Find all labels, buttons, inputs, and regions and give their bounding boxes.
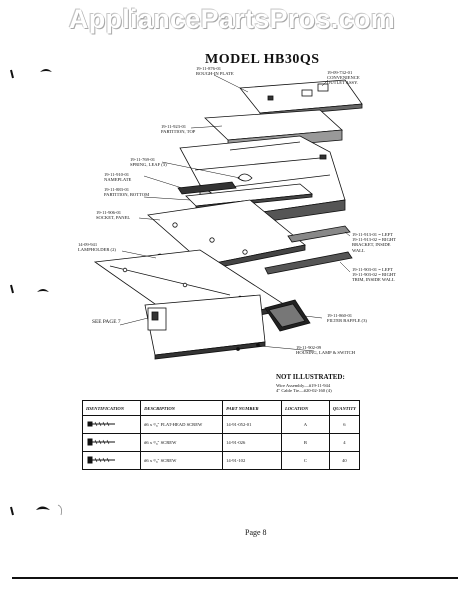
table-row: #6 x ³/₈" SCREW 14-91-026 B 4 [81, 433, 361, 452]
callout-line: HOUSING, LAMP & SWITCH [296, 350, 356, 356]
screw-icon [81, 433, 142, 452]
callout-line: 19-11-906-01 [96, 210, 122, 215]
punch-mark-2 [40, 69, 52, 72]
callout-line: SOCKET, PANEL [96, 215, 131, 221]
callout-line: 19-11-923-01 [161, 124, 187, 129]
punch-mark-4 [37, 289, 49, 292]
table-row: #6 x ³/₈" SCREW 14-91-102 C 40 [81, 451, 361, 470]
footer-rule [12, 577, 458, 579]
callout-line: 19-11-883-01 [104, 187, 130, 192]
callout-line: CONVENIENCE [327, 75, 360, 81]
row-part-number: 14-91-052-01 [222, 415, 282, 434]
callout-line: LAMPHOLDER (2) [78, 247, 116, 253]
spring-leaf [237, 173, 253, 182]
row-description: #6 x ³/₈" SCREW [140, 451, 224, 470]
punch-mark-5 [10, 506, 14, 516]
row-description: #6 x ³/₈" SCREW [140, 433, 224, 452]
callout-line: 19-11-910-01 [104, 172, 130, 177]
callout-line: FILTER BAFFLE (3) [327, 318, 367, 324]
callout-line: OUTLET ASSY. [327, 80, 358, 86]
callout-line: WALL [352, 247, 365, 253]
screw-icon [81, 451, 142, 470]
row-quantity: 40 [328, 451, 361, 470]
callout-line: 19-11-876-01 [196, 66, 222, 71]
bracket-inside-wall [287, 225, 351, 243]
callout-line: PARTITION, TOP [161, 129, 196, 135]
punch-mark-3 [10, 284, 14, 294]
callout-line: 19-11-769-01 [130, 157, 156, 162]
callout-line: 19-11-860-01 [327, 313, 353, 318]
row-location: B [280, 433, 330, 452]
nameplate [177, 181, 237, 195]
not-illustrated-heading: NOT ILLUSTRATED: [276, 373, 345, 381]
header-part-number: PART NUMBER [222, 400, 282, 416]
header-description: DESCRIPTION [140, 400, 224, 416]
screw-icon [81, 415, 142, 434]
convenience-outlet [317, 83, 329, 92]
not-illustrated-item: 4" Cable Tie—#20-02-160 (4) [276, 388, 332, 394]
callout-line: 19-11-903-02 = RIGHT [352, 272, 397, 278]
callout-line: BRACKET, INSIDE [352, 242, 391, 248]
table-row: #6 x ³/₈" FLAT-HEAD SCREW 14-91-052-01 A… [81, 415, 361, 434]
page-title: MODEL HB30QS [205, 52, 320, 67]
not-illustrated-item: Wire Assembly—#19-11-944 [276, 383, 331, 388]
row-part-number: 14-91-102 [222, 451, 282, 470]
callout-line: 19-11-903-01 = LEFT [352, 267, 393, 272]
callout-line: PARTITION, BOTTOM [104, 192, 150, 198]
callout-line: SPRING, LEAF (3) [130, 162, 167, 168]
watermark: AppliancePartsPros.com [68, 4, 396, 34]
table-header-row: IDENTIFICATION DESCRIPTION PART NUMBER L… [81, 400, 361, 416]
row-quantity: 4 [328, 433, 361, 452]
callout-line: 19-11-902-09 [296, 345, 322, 350]
header-identification: IDENTIFICATION [81, 400, 142, 416]
punch-mark-1 [10, 69, 14, 79]
not-illustrated-list: Wire Assembly—#19-11-944 4" Cable Tie—#2… [276, 383, 332, 394]
callout-line: 14-09-941 [78, 242, 98, 247]
callout-line: NAMEPLATE [104, 177, 132, 183]
callout-line: 19-09-732-01 [327, 70, 353, 75]
punch-mark-7 [57, 504, 62, 516]
header-quantity: QUANTITY [328, 400, 361, 416]
callout-line: TRIM, INSIDE WALL [352, 277, 395, 283]
row-location: C [280, 451, 330, 470]
callout-line: SEE PAGE 7 [92, 319, 121, 325]
page-number: Page 8 [245, 528, 267, 537]
callout-line: 19-11-913-02 = RIGHT [352, 237, 397, 243]
callout-see-page: SEE PAGE 7 [92, 319, 121, 325]
row-part-number: 14-91-026 [222, 433, 282, 452]
header-location: LOCATION [280, 400, 330, 416]
trim-inside-wall [264, 251, 353, 275]
callout-line: 19-11-913-01 = LEFT [352, 232, 393, 237]
parts-table: IDENTIFICATION DESCRIPTION PART NUMBER L… [81, 400, 361, 470]
row-description: #6 x ³/₈" FLAT-HEAD SCREW [140, 415, 224, 434]
callout-line: ROUGH-IN PLATE [196, 71, 234, 77]
row-location: A [280, 415, 330, 434]
punch-mark-6 [36, 506, 50, 510]
row-quantity: 6 [328, 415, 361, 434]
